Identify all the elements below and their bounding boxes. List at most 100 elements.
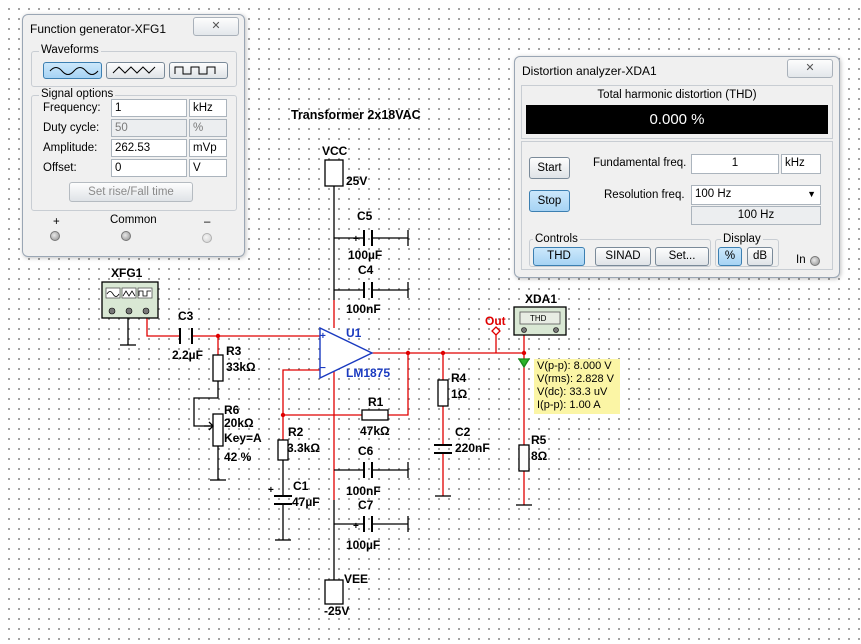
xda1-label[interactable]: XDA1 — [525, 292, 558, 306]
c6-name-label: C6 — [358, 444, 374, 458]
frequency-unit-field[interactable]: kHz — [189, 99, 227, 117]
amplitude-label: Amplitude: — [43, 142, 98, 154]
vcc-value-label: 25V — [346, 174, 368, 188]
r3-name-label: R3 — [226, 344, 242, 358]
sine-wave-button[interactable] — [43, 62, 102, 79]
opamp-minus-sign: − — [320, 363, 326, 374]
r6-setting-label: 42 % — [224, 450, 252, 464]
frequency-input[interactable]: 1 — [111, 99, 187, 117]
c6-value-label: 100nF — [346, 484, 381, 498]
r5-value-label: 8Ω — [531, 449, 548, 463]
c1-name-label: C1 — [293, 479, 309, 493]
triangle-wave-icon — [112, 66, 156, 74]
waveforms-group — [31, 51, 237, 87]
r2-value-label: 3.3kΩ — [287, 441, 320, 455]
r1-name-label: R1 — [368, 395, 384, 409]
thd-panel — [521, 85, 833, 139]
thd-button[interactable]: THD — [533, 247, 585, 266]
function-generator-window: Function generator-XFG1 ✕ Waveforms Sign… — [22, 14, 245, 257]
duty-cycle-unit-field[interactable]: % — [189, 119, 227, 137]
opamp-plus-sign: + — [320, 331, 326, 342]
vee-value-label: -25V — [324, 604, 350, 618]
triangle-wave-button[interactable] — [106, 62, 165, 79]
c4-name-label: C4 — [358, 263, 374, 277]
r6-value-label: 20kΩ — [224, 416, 254, 430]
duty-cycle-input[interactable]: 50 — [111, 119, 187, 137]
percent-button[interactable]: % — [718, 247, 742, 266]
fundamental-freq-input[interactable]: 1 — [691, 154, 779, 174]
r4-name-label: R4 — [451, 371, 467, 385]
probe-vdc: V(dc): 33.3 uV — [537, 386, 608, 398]
fundamental-freq-label: Fundamental freq. — [593, 157, 687, 169]
signal-options-label: Signal options — [39, 88, 116, 100]
function-generator-title: Function generator-XFG1 — [30, 22, 167, 36]
c5-plus-sign: + — [353, 234, 359, 245]
thd-label: Total harmonic distortion (THD) — [597, 89, 757, 101]
probe-ipp: I(p-p): 1.00 A — [537, 399, 601, 411]
chevron-down-icon: ▼ — [807, 189, 816, 199]
set-button[interactable]: Set... — [655, 247, 709, 266]
amplitude-input[interactable]: 262.53 — [111, 139, 187, 157]
c7-plus-sign: + — [353, 521, 359, 532]
r2-name-label: R2 — [288, 425, 304, 439]
square-wave-button[interactable] — [169, 62, 228, 79]
thd-display: 0.000 % — [526, 105, 828, 134]
signal-options-group — [31, 95, 237, 211]
resolution-freq-selected: 100 Hz — [695, 188, 732, 200]
r6-key-label: Key=A — [224, 431, 262, 445]
c7-value-label: 100µF — [346, 538, 381, 552]
distortion-analyzer-title: Distortion analyzer-XDA1 — [522, 64, 657, 78]
distortion-analyzer-close-button[interactable]: ✕ — [787, 59, 833, 78]
plus-terminal[interactable] — [50, 231, 60, 241]
xfg1-label[interactable]: XFG1 — [111, 266, 143, 280]
minus-terminal-label: – — [204, 216, 211, 228]
resolution-freq-display: 100 Hz — [691, 206, 821, 225]
xda1-screen-label: THD — [530, 314, 547, 323]
c3-value-label: 2.2µF — [172, 348, 203, 362]
common-terminal[interactable] — [121, 231, 131, 241]
r1-value-label: 47kΩ — [360, 424, 390, 438]
c4-value-label: 100nF — [346, 302, 381, 316]
function-generator-close-button[interactable]: ✕ — [193, 17, 239, 36]
start-button[interactable]: Start — [529, 157, 570, 179]
c7-name-label: C7 — [358, 498, 374, 512]
c5-value-label: 100µF — [348, 248, 383, 262]
common-terminal-label: Common — [110, 214, 157, 226]
out-label: Out — [485, 314, 506, 328]
resolution-freq-select[interactable]: 100 Hz ▼ — [691, 185, 821, 205]
in-terminal[interactable] — [810, 256, 820, 266]
fundamental-freq-unit-field[interactable]: kHz — [781, 154, 821, 174]
offset-label: Offset: — [43, 162, 77, 174]
controls-label: Controls — [533, 233, 580, 245]
c3-name-label: C3 — [178, 309, 194, 323]
frequency-label: Frequency: — [43, 102, 101, 114]
probe-vpp: V(p-p): 8.000 V — [537, 360, 612, 372]
r3-value-label: 33kΩ — [226, 360, 256, 374]
minus-terminal[interactable] — [202, 233, 212, 243]
r5-name-label: R5 — [531, 433, 547, 447]
display-label: Display — [721, 233, 763, 245]
controls-group — [529, 239, 711, 267]
set-rise-fall-time-button[interactable]: Set rise/Fall time — [69, 182, 193, 202]
r4-value-label: 1Ω — [451, 387, 468, 401]
probe-readout: V(p-p): 8.000 V V(rms): 2.828 V V(dc): 3… — [534, 359, 620, 414]
in-terminal-label: In — [796, 254, 806, 266]
resolution-freq-label: Resolution freq. — [604, 189, 685, 201]
stop-button[interactable]: Stop — [529, 190, 570, 212]
offset-unit-field[interactable]: V — [189, 159, 227, 177]
waveforms-label: Waveforms — [39, 44, 101, 56]
distortion-analyzer-window: Distortion analyzer-XDA1 ✕ Total harmoni… — [514, 56, 840, 278]
offset-input[interactable]: 0 — [111, 159, 187, 177]
sine-wave-icon — [49, 67, 99, 75]
vee-name-label: VEE — [344, 572, 369, 586]
sinad-button[interactable]: SINAD — [595, 247, 651, 266]
c1-plus-sign: + — [268, 485, 274, 496]
opamp-name-label: U1 — [346, 326, 362, 340]
analyzer-body-panel — [521, 141, 833, 270]
plus-terminal-label: + — [53, 216, 60, 228]
opamp-model-label: LM1875 — [346, 366, 391, 380]
probe-vrms: V(rms): 2.828 V — [537, 373, 615, 385]
db-button[interactable]: dB — [747, 247, 773, 266]
amplitude-unit-field[interactable]: mVp — [189, 139, 227, 157]
square-wave-icon — [174, 66, 216, 75]
